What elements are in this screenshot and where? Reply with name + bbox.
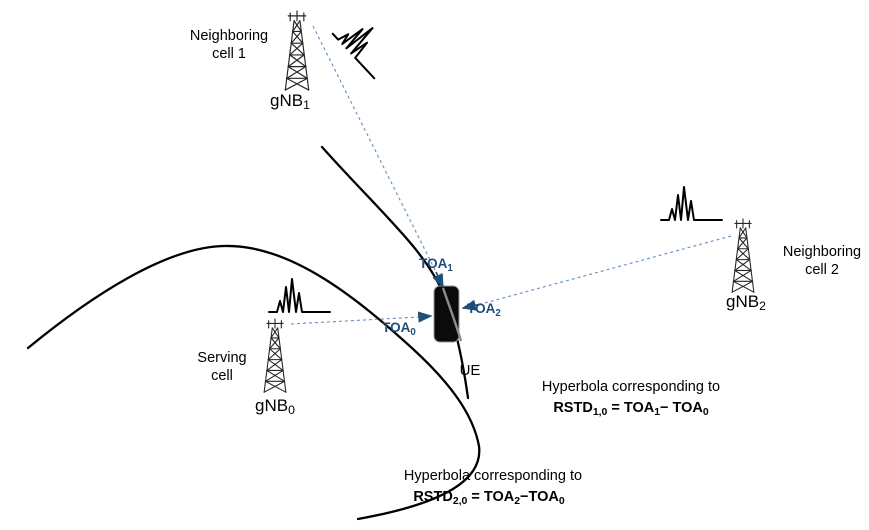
- hyperbola-through-ue-segment: [441, 287, 463, 342]
- toa1-label: TOA1: [419, 256, 453, 274]
- tower-gnb1-icon: [284, 10, 310, 91]
- neighboring-cell-1-label-line1: Neighboring: [190, 28, 268, 44]
- toa0-arrow: [417, 311, 433, 323]
- neighboring-cell-2-label-line2: cell 2: [805, 262, 839, 278]
- gnb1-label: gNB1: [270, 91, 310, 112]
- toa1-arrow: [432, 271, 444, 289]
- serving-cell-label-line2: cell: [211, 368, 233, 384]
- signal-waveform-gnb1-icon: [331, 10, 400, 80]
- ue-device: [433, 285, 460, 343]
- neighboring-cell-2-label-line1: Neighboring: [783, 244, 861, 260]
- signal-waveform-gnb2-icon: [660, 186, 723, 221]
- toa1-propagation-line: [312, 25, 437, 273]
- hyperbola-rstd20-curve: [26, 244, 481, 521]
- tower-gnb0-icon: [263, 318, 287, 393]
- ue-label: UE: [460, 362, 481, 379]
- signal-waveform-gnb0-icon: [268, 278, 331, 313]
- toa2-propagation-line: [480, 235, 732, 305]
- hyperbola-rstd10-curve: [320, 145, 470, 400]
- hyperbola-rstd10-formula: RSTD1,0 = TOA1− TOA0: [553, 400, 709, 418]
- hyperbola-rstd10-caption: Hyperbola corresponding to: [542, 379, 720, 395]
- neighboring-cell-1-label-line2: cell 1: [212, 46, 246, 62]
- toa0-label: TOA0: [382, 320, 416, 338]
- gnb0-label: gNB0: [255, 396, 295, 417]
- serving-cell-label-line1: Serving: [197, 350, 246, 366]
- hyperbola-rstd20-formula: RSTD2,0 = TOA2−TOA0: [413, 489, 565, 507]
- gnb2-label: gNB2: [726, 292, 766, 313]
- hyperbola-rstd20-caption: Hyperbola corresponding to: [404, 468, 582, 484]
- toa2-label: TOA2: [467, 301, 501, 319]
- tower-gnb2-icon: [731, 218, 755, 293]
- toa2-arrow: [461, 299, 482, 311]
